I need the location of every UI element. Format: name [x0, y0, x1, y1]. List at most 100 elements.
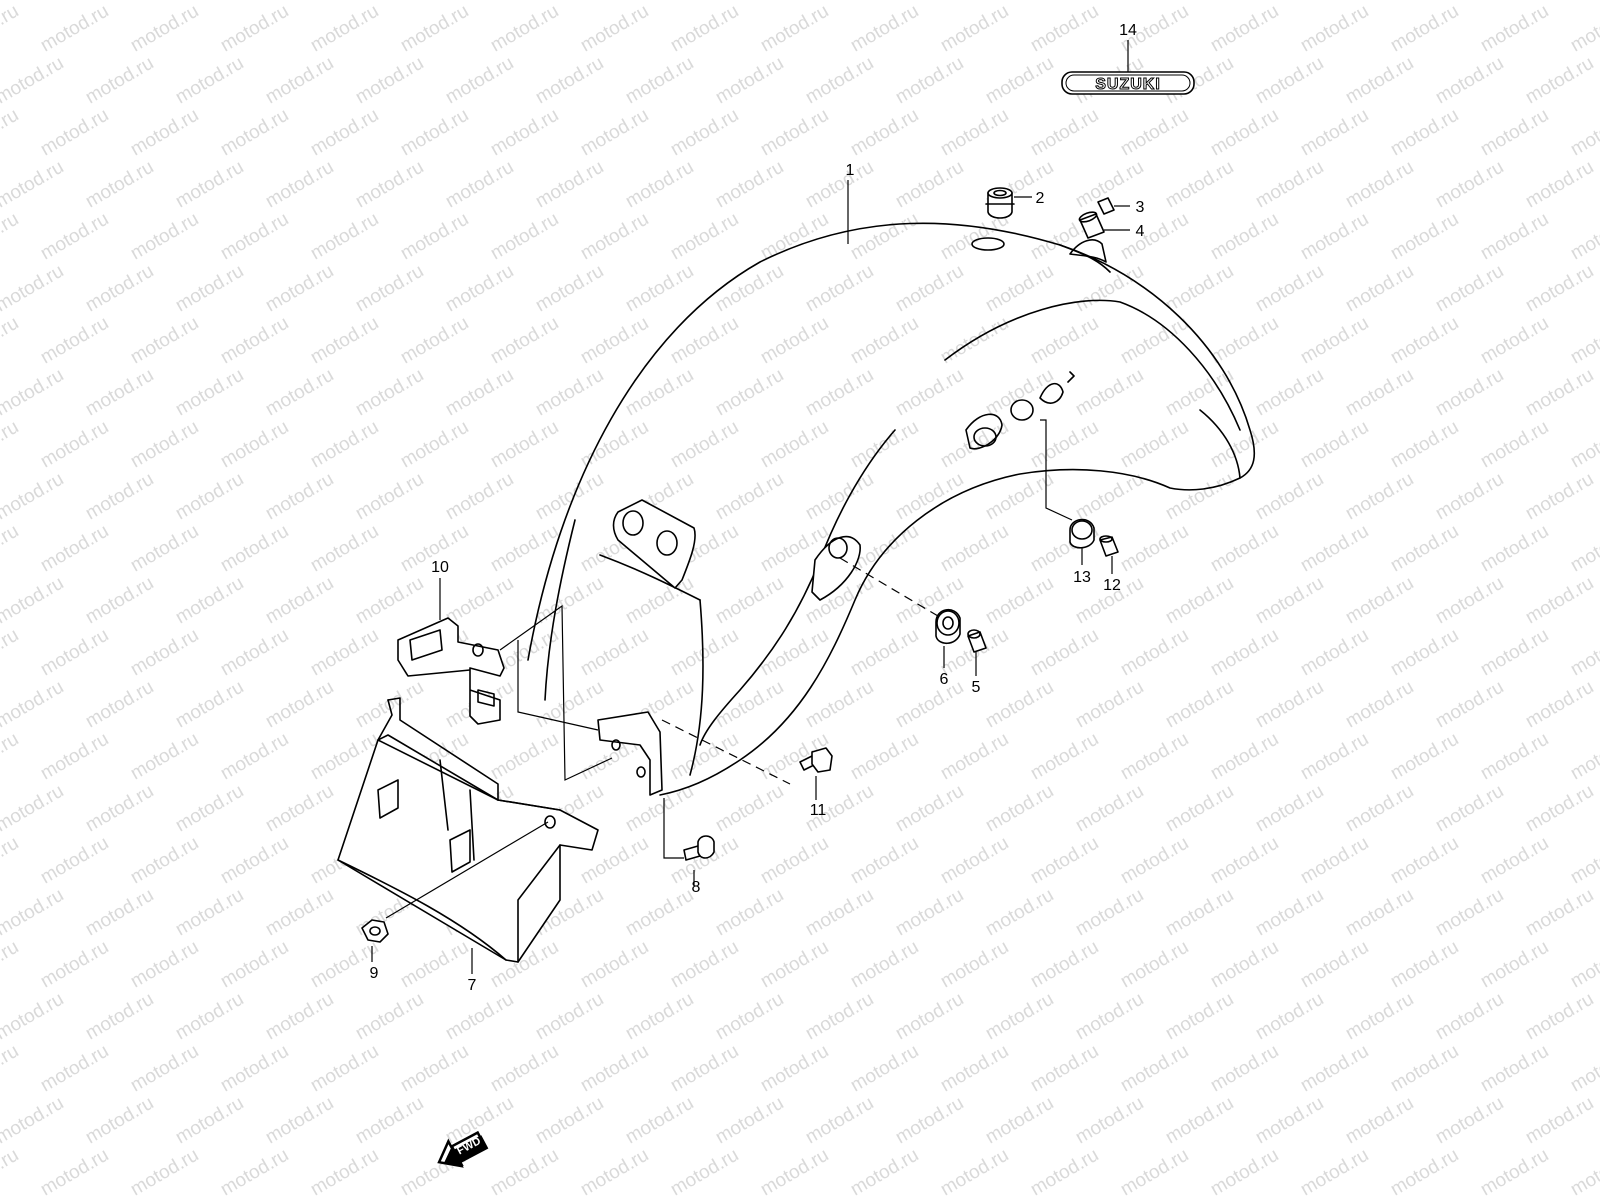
watermark-text: motod.ru [1432, 573, 1507, 629]
watermark-text: motod.ru [1432, 261, 1507, 317]
watermark-text: motod.ru [982, 1093, 1057, 1149]
watermark-text: motod.ru [172, 0, 247, 4]
watermark-text: motod.ru [1117, 521, 1192, 577]
watermark-text: motod.ru [1567, 313, 1600, 369]
watermark-text: motod.ru [217, 313, 292, 369]
watermark-text: motod.ru [1207, 1, 1282, 57]
watermark-text: motod.ru [217, 209, 292, 265]
watermark-text: motod.ru [1477, 1145, 1552, 1200]
watermark-text: motod.ru [1027, 937, 1102, 993]
callout-8: 8 [692, 879, 701, 896]
watermark-text: motod.ru [1387, 1145, 1462, 1200]
watermark-text: motod.ru [667, 417, 742, 473]
watermark-text: motod.ru [0, 989, 67, 1045]
watermark-text: motod.ru [937, 1145, 1012, 1200]
watermark-text: motod.ru [307, 417, 382, 473]
watermark-text: motod.ru [802, 989, 877, 1045]
watermark-text: motod.ru [1117, 729, 1192, 785]
watermark-text: motod.ru [1522, 1093, 1597, 1149]
watermark-text: motod.ru [1252, 885, 1327, 941]
watermark-text: motod.ru [892, 261, 967, 317]
watermark-text: motod.ru [127, 1145, 202, 1200]
watermark-text: motod.ru [1477, 1041, 1552, 1097]
watermark-text: motod.ru [532, 261, 607, 317]
watermark-text: motod.ru [307, 1, 382, 57]
watermark-text: motod.ru [1522, 989, 1597, 1045]
watermark-text: motod.ru [847, 209, 922, 265]
watermark-text: motod.ru [37, 1041, 112, 1097]
watermark-text: motod.ru [1432, 1093, 1507, 1149]
watermark-text: motod.ru [82, 157, 157, 213]
watermark-text: motod.ru [0, 105, 22, 161]
watermark-text: motod.ru [937, 1, 1012, 57]
watermark-text: motod.ru [1252, 677, 1327, 733]
watermark-text: motod.ru [847, 833, 922, 889]
watermark-text: motod.ru [262, 365, 337, 421]
watermark-text: motod.ru [1162, 0, 1237, 4]
watermark-text: motod.ru [1252, 573, 1327, 629]
watermark-text: motod.ru [1207, 1145, 1282, 1200]
watermark-text: motod.ru [172, 261, 247, 317]
watermark-text: motod.ru [1162, 989, 1237, 1045]
watermark-text: motod.ru [82, 261, 157, 317]
watermark-text: motod.ru [712, 53, 787, 109]
watermark-text: motod.ru [487, 521, 562, 577]
watermark-text: motod.ru [757, 1, 832, 57]
watermark-text: motod.ru [0, 729, 22, 785]
watermark-text: motod.ru [1342, 781, 1417, 837]
watermark-text: motod.ru [712, 989, 787, 1045]
watermark-text: motod.ru [892, 1197, 967, 1200]
watermark-text: motod.ru [1252, 261, 1327, 317]
watermark-text: motod.ru [1162, 157, 1237, 213]
watermark-text: motod.ru [532, 0, 607, 4]
watermark-text: motod.ru [1567, 521, 1600, 577]
watermark-text: motod.ru [1522, 53, 1597, 109]
watermark-text: motod.ru [352, 989, 427, 1045]
watermark-text: motod.ru [0, 157, 67, 213]
watermark-text: motod.ru [982, 365, 1057, 421]
watermark-text: motod.ru [487, 729, 562, 785]
watermark-text: motod.ru [1567, 1, 1600, 57]
watermark-text: motod.ru [1207, 417, 1282, 473]
watermark-text: motod.ru [1297, 1145, 1372, 1200]
watermark-text: motod.ru [667, 625, 742, 681]
watermark-text: motod.ru [1252, 989, 1327, 1045]
watermark-text: motod.ru [262, 469, 337, 525]
watermark-text: motod.ru [802, 261, 877, 317]
bracket-10 [397, 617, 505, 725]
watermark-text: motod.ru [1027, 1, 1102, 57]
watermark-text: motod.ru [0, 625, 22, 681]
watermark-text: motod.ru [172, 1093, 247, 1149]
watermark-text: motod.ru [0, 937, 22, 993]
watermark-text: motod.ru [1522, 0, 1597, 4]
watermark-text: motod.ru [307, 105, 382, 161]
watermark-text: motod.ru [262, 989, 337, 1045]
watermark-text: motod.ru [1567, 105, 1600, 161]
watermark-text: motod.ru [0, 1041, 22, 1097]
watermark-text: motod.ru [1342, 573, 1417, 629]
watermark-text: motod.ru [1432, 885, 1507, 941]
watermark-text: motod.ru [1252, 365, 1327, 421]
cushion-6 [935, 609, 961, 645]
watermark-text: motod.ru [352, 1197, 427, 1200]
suzuki-emblem: SUZUKI [1061, 71, 1195, 95]
watermark-text: motod.ru [217, 625, 292, 681]
watermark-text: motod.ru [802, 677, 877, 733]
watermark-text: motod.ru [622, 1197, 697, 1200]
watermark-text: motod.ru [667, 1041, 742, 1097]
callout-6: 6 [940, 671, 949, 688]
watermark-text: motod.ru [352, 365, 427, 421]
watermark-text: motod.ru [1342, 1197, 1417, 1200]
watermark-text: motod.ru [0, 573, 67, 629]
watermark-text: motod.ru [1387, 521, 1462, 577]
watermark-text: motod.ru [262, 677, 337, 733]
callout-2: 2 [1036, 190, 1045, 207]
watermark-text: motod.ru [307, 209, 382, 265]
watermark-text: motod.ru [982, 0, 1057, 4]
watermark-text: motod.ru [757, 1145, 832, 1200]
watermark-text: motod.ru [1207, 105, 1282, 161]
watermark-text: motod.ru [82, 1197, 157, 1200]
watermark-text: motod.ru [937, 521, 1012, 577]
watermark-text: motod.ru [307, 313, 382, 369]
watermark-text: motod.ru [1297, 1041, 1372, 1097]
